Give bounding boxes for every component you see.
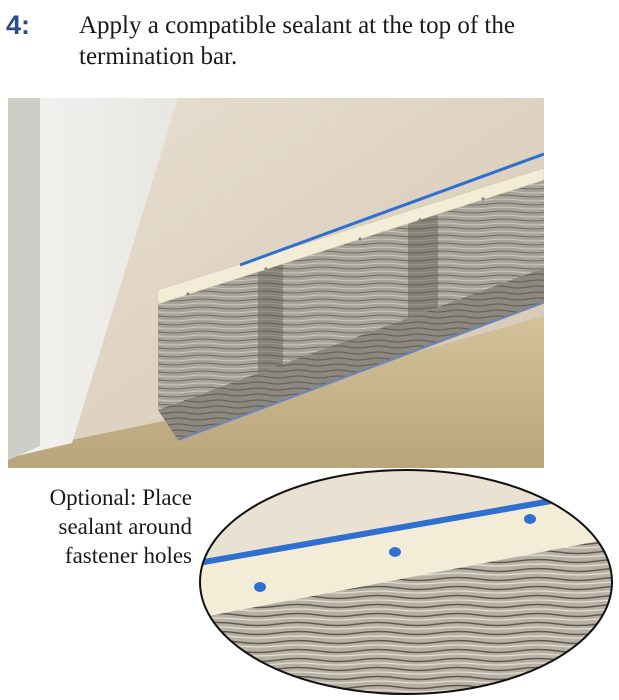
- membrane-flashing: [158, 176, 544, 410]
- detail-ellipse-border: [199, 469, 613, 695]
- callout-label: Optional: Place sealant around fastener …: [49, 485, 192, 568]
- fastener-sealant-dot: [524, 514, 536, 524]
- membrane-floor: [158, 268, 544, 440]
- fastener-sealant-dot: [389, 547, 401, 557]
- wall-illustration: [8, 98, 544, 468]
- membrane-shade: [258, 258, 283, 382]
- floor-edge-stripe: [177, 301, 544, 441]
- step-number: 4:: [6, 10, 31, 40]
- fastener: [418, 218, 422, 222]
- fastener: [264, 267, 268, 271]
- detail-membrane: [200, 538, 612, 694]
- sealant-bead: [239, 152, 544, 267]
- column-edge: [8, 98, 40, 460]
- termination-bar: [157, 167, 544, 305]
- fastener: [186, 292, 190, 296]
- fastener: [481, 197, 485, 201]
- detail-sealant-bead: [200, 487, 612, 566]
- membrane-shade: [408, 209, 438, 329]
- fastener-sealant-dot: [254, 582, 266, 592]
- step-instruction: Apply a compatible sealant at the top of…: [79, 12, 515, 70]
- wall-column: [8, 98, 178, 458]
- detail-zoom: [199, 469, 613, 695]
- fastener: [358, 237, 362, 241]
- detail-termination-bar: [200, 490, 612, 618]
